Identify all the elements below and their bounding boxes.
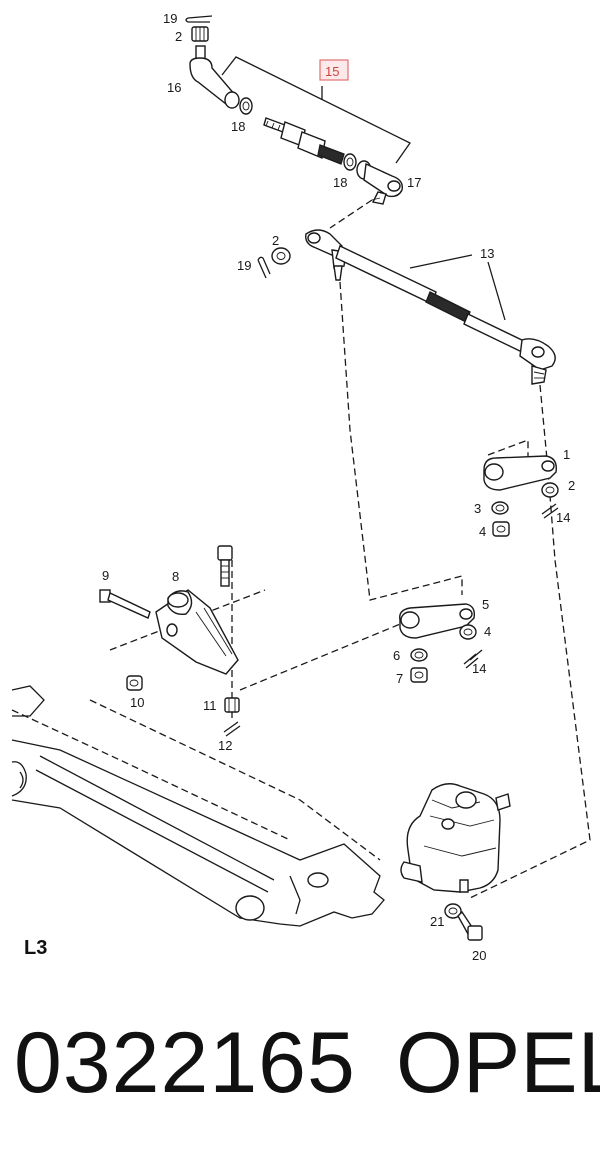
callout-14: 14: [472, 661, 486, 676]
callout-18: 18: [231, 119, 245, 134]
callout-8: 8: [172, 569, 179, 584]
callout-15: 15: [325, 64, 339, 79]
callout-19: 19: [163, 11, 177, 26]
callout-5: 5: [482, 597, 489, 612]
nut-icon: [444, 903, 462, 919]
sheet-label: L3: [24, 937, 48, 959]
callout-18: 18: [333, 175, 347, 190]
lock-washer-icon: [491, 501, 509, 515]
callout-4: 4: [484, 624, 491, 639]
part-number: 0322165: [14, 1015, 356, 1111]
callout-12: 12: [218, 738, 232, 753]
callout-11: 11: [203, 698, 217, 713]
cotter-pin-icon: [185, 15, 213, 23]
adjuster-sleeve-icon: [263, 117, 345, 165]
callout-4: 4: [479, 524, 486, 539]
callout-6: 6: [393, 648, 400, 663]
callout-14: 14: [556, 510, 570, 525]
castle-nut-icon: [271, 247, 291, 265]
cotter-pin-icon: [463, 653, 479, 669]
callout-13: 13: [480, 246, 494, 261]
tie-rod-assembly: [185, 15, 403, 205]
bolt-icon: [99, 589, 151, 619]
cotter-pin-icon: [223, 721, 241, 737]
bolt-icon: [457, 910, 483, 941]
callout-9: 9: [102, 568, 109, 583]
nut-icon: [126, 675, 143, 691]
callout-2: 2: [175, 29, 182, 44]
callout-17: 17: [407, 175, 421, 190]
callout-labels: 19 2 16 15 18 18 17 2 19 13 1 2 3 4 14 9…: [102, 11, 575, 963]
brand-name: OPEL: [396, 1015, 600, 1111]
callout-2: 2: [272, 233, 279, 248]
bolt-icon: [217, 545, 233, 587]
idler-arm: [483, 455, 559, 537]
clamp-icon: [239, 97, 253, 115]
steering-linkage-diagram: 19 2 16 15 18 18 17 2 19 13 1 2 3 4 14 9…: [11, 11, 591, 963]
callout-2: 2: [568, 478, 575, 493]
castle-nut-icon: [224, 697, 240, 713]
clamp-icon: [343, 153, 357, 171]
pitman-arm: [399, 603, 479, 683]
callout-7: 7: [396, 671, 403, 686]
cotter-pin-icon: [541, 503, 559, 519]
callout-21: 21: [430, 914, 444, 929]
vehicle-frame: [11, 685, 385, 927]
nut-icon: [492, 521, 510, 537]
lock-washer-icon: [410, 648, 428, 662]
idler-bracket: [99, 545, 241, 737]
nut-icon: [459, 624, 477, 640]
callout-3: 3: [474, 501, 481, 516]
callout-15-highlight: [319, 59, 349, 81]
callout-10: 10: [130, 695, 144, 710]
center-link: [257, 229, 556, 385]
callout-1: 1: [563, 447, 570, 462]
castle-nut-icon: [541, 482, 559, 498]
callout-19: 19: [237, 258, 251, 273]
callout-20: 20: [472, 948, 486, 963]
tie-rod-end-icon: [189, 45, 240, 109]
callout-16: 16: [167, 80, 181, 95]
nut-icon: [410, 667, 428, 683]
tie-rod-end-icon: [356, 160, 403, 205]
steering-gearbox: [400, 783, 511, 941]
castle-nut-icon: [191, 26, 209, 42]
cotter-pin-icon: [257, 256, 271, 279]
